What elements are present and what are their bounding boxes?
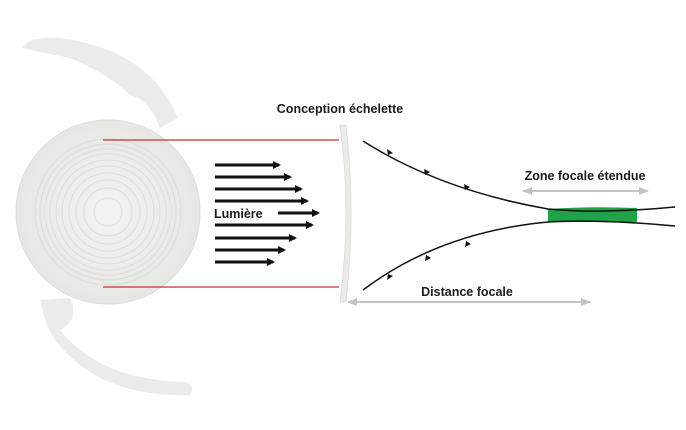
ray-arrow-icon: [387, 149, 393, 155]
intraocular-lens-illustration: [15, 37, 201, 396]
ray-arrow-icon: [464, 184, 470, 190]
echelette-lens-profile: [339, 124, 352, 303]
ray-arrow-icon: [425, 255, 431, 261]
diagram-title: Conception échelette: [277, 102, 403, 116]
lower-haptic: [40, 298, 193, 396]
light-label: Lumière: [214, 207, 263, 221]
ray-arrow-icon: [387, 274, 393, 280]
upper-ray: [362, 140, 676, 212]
lower-ray: [362, 220, 676, 291]
upper-haptic: [22, 37, 178, 128]
diffractive-rings: [34, 138, 182, 286]
converging-rays: [362, 140, 676, 291]
optic: [15, 119, 201, 305]
ray-arrow-icon: [424, 169, 430, 175]
ray-arrow-icon: [465, 241, 471, 247]
extended-focus-label: Zone focale étendue: [525, 169, 646, 183]
ray-direction-markers: [387, 149, 471, 280]
light-arrows: [215, 161, 320, 266]
focal-distance-label: Distance focale: [421, 285, 513, 299]
